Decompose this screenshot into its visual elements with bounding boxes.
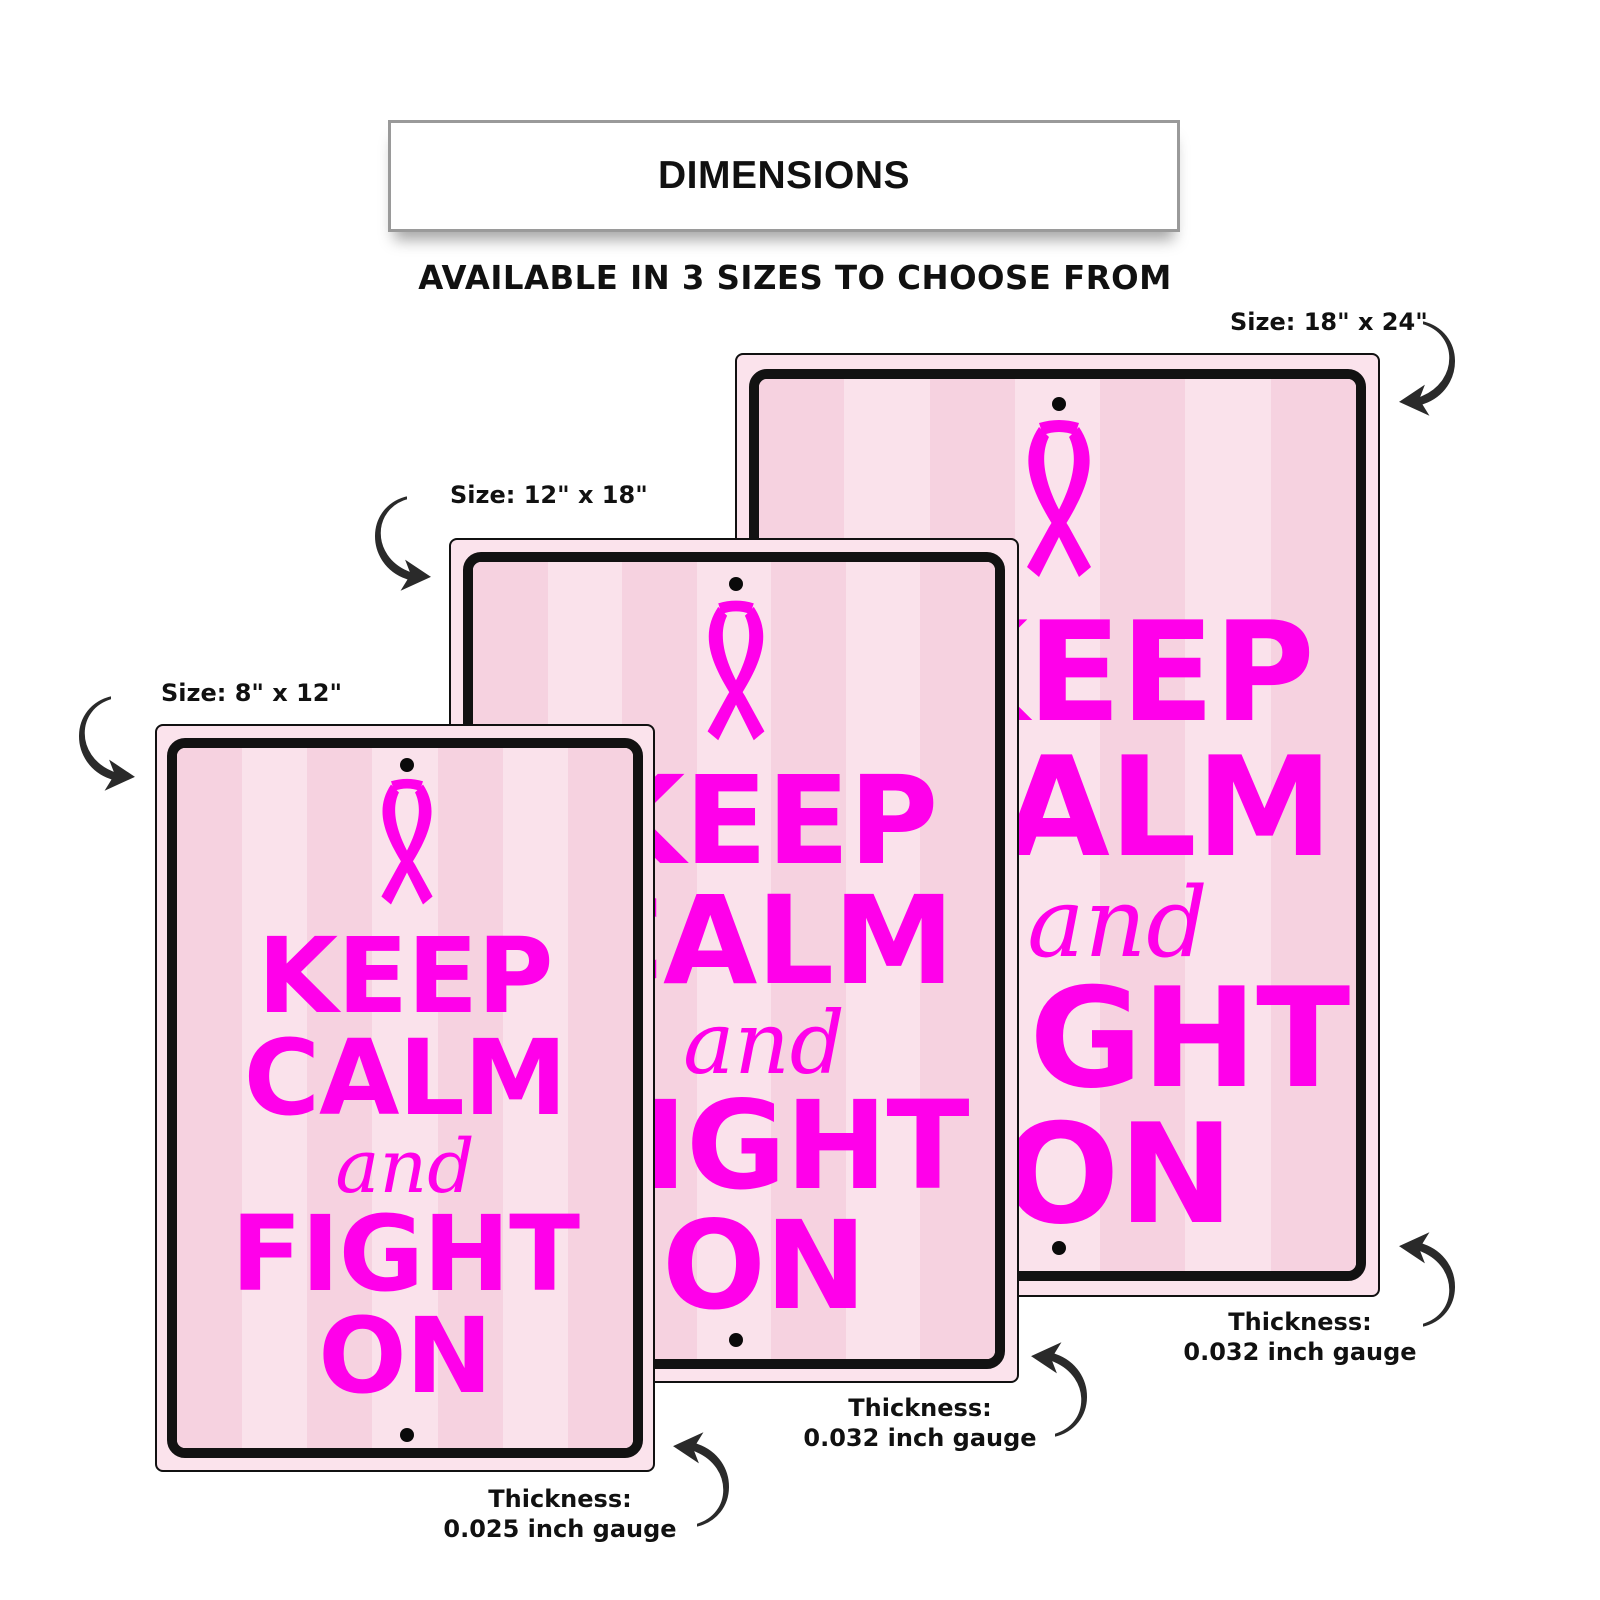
- mount-hole-top: [400, 758, 414, 772]
- size-label-large: Size: 18" x 24": [1230, 308, 1428, 336]
- mount-hole-bottom: [400, 1428, 414, 1442]
- curved-arrow-icon: [1394, 1228, 1457, 1328]
- page-title: DIMENSIONS: [657, 154, 911, 197]
- pink-ribbon-icon: [381, 778, 433, 905]
- striped-background: [177, 748, 633, 1448]
- curved-arrow-icon: [1394, 320, 1457, 420]
- curved-arrow-icon: [373, 495, 436, 595]
- thickness-small: Thickness: 0.025 inch gauge: [443, 1485, 677, 1543]
- mount-hole-top: [1052, 397, 1066, 411]
- mount-hole-top: [729, 577, 743, 591]
- size-label-medium: Size: 12" x 18": [450, 481, 648, 509]
- sign-text-small: KEEP CALM and FIGHT ON: [230, 915, 580, 1417]
- dimensions-title-box: DIMENSIONS: [388, 120, 1180, 232]
- sign-small-8x12: KEEP CALM and FIGHT ON: [155, 724, 655, 1472]
- curved-arrow-icon: [668, 1428, 731, 1528]
- thickness-medium: Thickness: 0.032 inch gauge: [803, 1394, 1037, 1452]
- mount-hole-bottom: [1052, 1241, 1066, 1255]
- pink-ribbon-icon: [707, 600, 765, 741]
- size-label-small: Size: 8" x 12": [161, 679, 343, 707]
- pink-ribbon-icon: [1027, 420, 1091, 577]
- sizes-subtitle: AVAILABLE IN 3 SIZES TO CHOOSE FROM: [418, 258, 1172, 297]
- thickness-large: Thickness: 0.032 inch gauge: [1183, 1308, 1417, 1366]
- curved-arrow-icon: [1026, 1338, 1089, 1438]
- mount-hole-bottom: [729, 1333, 743, 1347]
- curved-arrow-icon: [77, 695, 140, 795]
